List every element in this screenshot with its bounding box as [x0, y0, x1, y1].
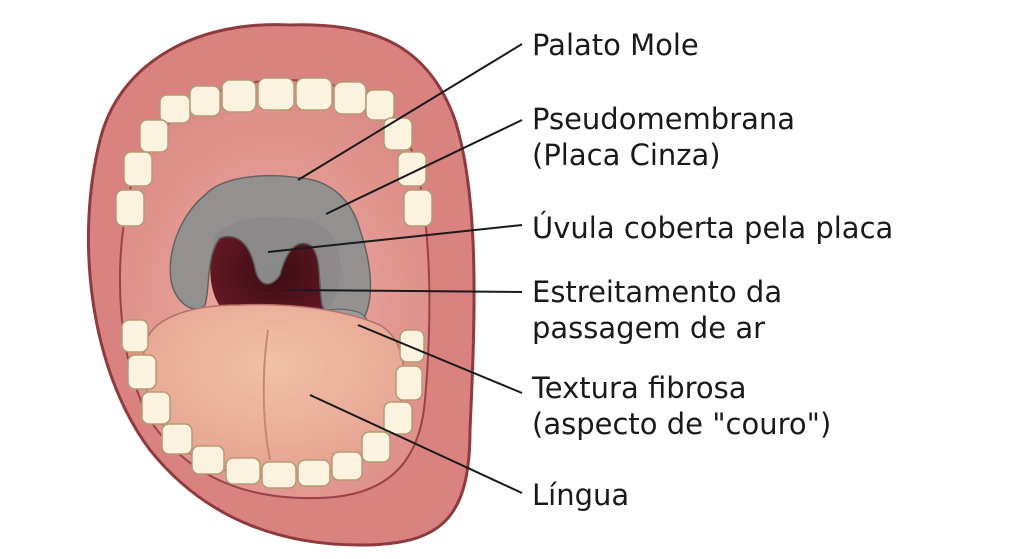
label-textura-line2: (aspecto de "couro") — [532, 407, 832, 441]
label-pseudomembrana: Pseudomembrana (Placa Cinza) — [532, 101, 795, 173]
label-palato-mole-line1: Palato Mole — [532, 28, 699, 62]
leader-line-estreitamento — [287, 289, 523, 293]
label-pseudomembrana-line2: (Placa Cinza) — [532, 138, 721, 172]
leader-line-uvula — [267, 224, 523, 253]
label-textura: Textura fibrosa (aspecto de "couro") — [532, 370, 831, 442]
leader-line-textura — [357, 324, 523, 394]
label-uvula: Úvula coberta pela placa — [532, 210, 893, 246]
leader-line-palato-mole — [297, 43, 523, 181]
label-pseudomembrana-line1: Pseudomembrana — [532, 102, 796, 136]
label-estreitamento: Estreitamento da passagem de ar — [532, 274, 782, 346]
label-estreitamento-line2: passagem de ar — [532, 311, 766, 345]
leader-line-pseudomembrana — [325, 119, 523, 215]
label-lingua-line1: Língua — [532, 478, 630, 512]
label-textura-line1: Textura fibrosa — [532, 371, 747, 405]
tongue-median-groove — [262, 329, 271, 461]
leader-line-lingua — [309, 394, 523, 494]
leader-lines — [267, 43, 523, 494]
label-uvula-line1: Úvula coberta pela placa — [532, 211, 894, 245]
upper-teeth — [115, 77, 433, 227]
label-estreitamento-line1: Estreitamento da — [532, 275, 783, 309]
label-palato-mole: Palato Mole — [532, 27, 699, 63]
lower-teeth — [121, 319, 425, 489]
label-lingua: Língua — [532, 477, 629, 513]
